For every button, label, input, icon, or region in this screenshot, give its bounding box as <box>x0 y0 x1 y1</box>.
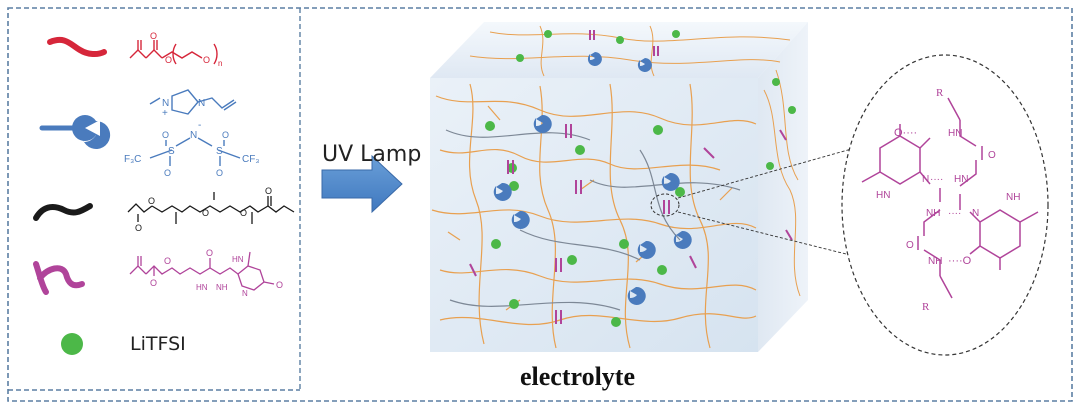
zoom-source-circle <box>650 193 680 217</box>
xl-o-2: O <box>148 196 155 206</box>
upy-dimer-structure <box>861 97 1039 299</box>
ionic-liquid-icon <box>39 115 111 149</box>
dimer-hn-ring: HN <box>876 190 890 201</box>
upy-m-n: N <box>242 289 248 298</box>
dimer-r-bottom: R <box>922 301 930 313</box>
dimer-r-top: R <box>936 87 944 99</box>
cube-ionic-liquid-glyphs <box>493 52 692 305</box>
dimer-o-hbond-1: O···· <box>894 127 917 139</box>
upy-m-nh-2: NH <box>216 283 228 292</box>
il-n1: N <box>162 98 169 109</box>
dimer-hbond-o: ····O <box>948 255 972 267</box>
upy-m-nh-1: HN <box>196 283 208 292</box>
tfsi-s-right: S <box>216 146 223 157</box>
xl-o-4: O <box>240 208 247 218</box>
upy-m-o-3: O <box>206 248 213 258</box>
cube-side-face <box>758 22 808 352</box>
crosslinker-icon <box>33 203 93 221</box>
crosslinker-structure <box>127 192 295 224</box>
tfsi-f3c: F₃C <box>124 154 141 165</box>
tfsi-o-4: O <box>216 168 223 178</box>
cube-crosslinks <box>445 129 741 311</box>
dimer-hbond-2: ···· <box>930 174 943 185</box>
tfsi-o-1: O <box>162 130 169 140</box>
peo-carbonyl-o: O <box>150 31 157 41</box>
zoom-connector-top <box>677 145 863 199</box>
tfsi-o-2: O <box>164 168 171 178</box>
cube-front-face <box>430 78 758 352</box>
tfsi-s-left: S <box>168 146 175 157</box>
dimer-n-hbond: N <box>922 174 929 185</box>
peo-chain-o: O <box>203 55 210 65</box>
tfsi-n: N <box>190 130 197 141</box>
dimer-hn-2: HN <box>954 174 968 185</box>
litfsi-dot-icon <box>61 333 83 355</box>
ionic-liquid-structure <box>149 89 241 166</box>
upy-m-nh-3: HN <box>232 255 244 264</box>
il-plus: + <box>162 108 168 119</box>
upy-monomer-icon <box>33 261 85 295</box>
upy-m-o-2: O <box>164 256 171 266</box>
cube-upy-motifs <box>469 30 793 324</box>
peo-monomer-icon <box>47 36 107 58</box>
xl-o-1: O <box>135 223 142 233</box>
litfsi-label: LiTFSI <box>130 333 186 355</box>
tfsi-minus: - <box>198 120 201 131</box>
upy-m-o-1: O <box>150 278 157 288</box>
xl-o-5: O <box>265 186 272 196</box>
cube-litfsi-dots <box>485 30 796 327</box>
electrolyte-label: electrolyte <box>520 362 635 391</box>
upy-dimer-callout <box>841 54 1049 356</box>
peo-ether-o: O <box>165 55 172 65</box>
dimer-nh-3: NH <box>926 208 940 219</box>
zoom-connector-bottom <box>677 211 863 259</box>
upy-monomer-structure <box>129 251 275 291</box>
uv-lamp-label: UV Lamp <box>322 142 422 167</box>
upy-m-o-4: O <box>276 280 283 290</box>
dimer-hbond-3: ···· <box>948 208 961 219</box>
dimer-nh-4: NH <box>928 256 942 267</box>
dimer-o-2: O <box>906 240 914 251</box>
peo-repeat-n: n <box>218 59 222 68</box>
dimer-n-2: N <box>972 208 979 219</box>
il-n2: N <box>198 98 205 109</box>
dimer-o-1: O <box>988 150 996 161</box>
peo-monomer-structure <box>129 40 218 65</box>
outer-frame <box>7 7 1073 402</box>
xl-o-3: O <box>202 208 209 218</box>
dimer-nh-ring: NH <box>1006 192 1020 203</box>
dimer-nh-1: HN <box>948 128 962 139</box>
cube-top-face <box>430 22 808 78</box>
tfsi-o-3: O <box>222 130 229 140</box>
tfsi-cf3: CF₃ <box>242 154 259 165</box>
uv-arrow-icon <box>321 154 403 214</box>
